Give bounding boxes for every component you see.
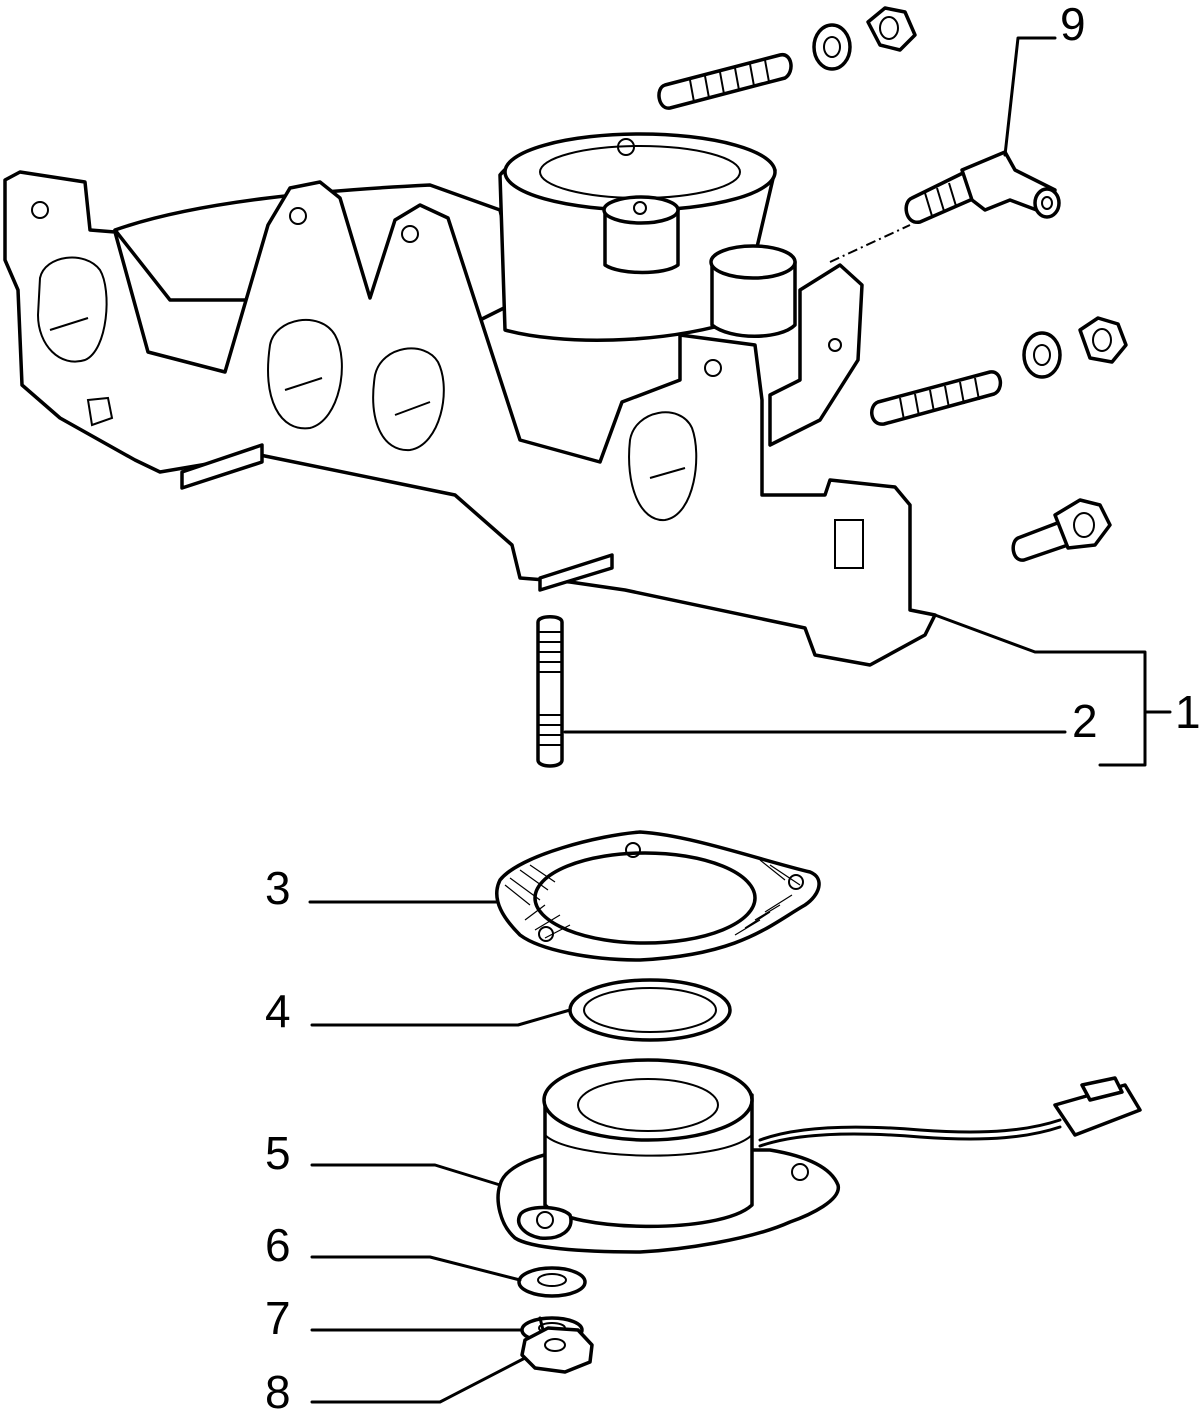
callout-3: 3 (265, 862, 291, 914)
callout-4: 4 (265, 985, 291, 1037)
callout-8: 8 (265, 1366, 291, 1414)
stud-set-middle (870, 316, 1128, 426)
angled-sensor-fitting (904, 150, 1061, 224)
flanged-housing-with-sensor-lead (496, 1058, 1142, 1254)
callout-6: 6 (265, 1219, 291, 1271)
stud (536, 615, 564, 768)
hex-nut (520, 1326, 594, 1374)
callout-7: 7 (265, 1292, 291, 1344)
stud-set-upper (657, 6, 917, 110)
callout-2: 2 (1072, 695, 1098, 747)
sealing-ring (568, 978, 732, 1042)
manifold-flange (3, 170, 937, 667)
callout-5: 5 (265, 1127, 291, 1179)
stud-bolt-with-nut (1011, 498, 1112, 562)
callout-9: 9 (1060, 0, 1086, 50)
callout-numbers: 9 1 2 3 4 5 6 7 8 (265, 0, 1201, 1414)
flat-washer (517, 1266, 587, 1298)
leader-lines (308, 36, 1172, 1404)
flange-gasket (495, 830, 821, 962)
callout-1: 1 (1175, 686, 1201, 738)
manifold-outlet-housing (498, 132, 797, 342)
exhaust-manifold (3, 132, 937, 667)
